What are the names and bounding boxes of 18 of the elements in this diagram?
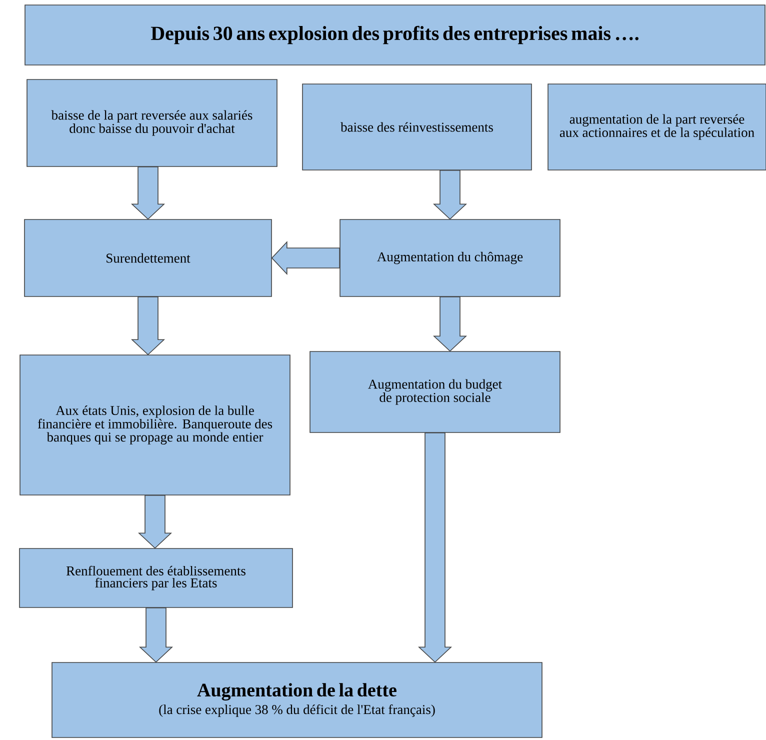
process-box: baisse des réinvestissements [302,84,532,170]
process-box: Renflouement des établissements financiers par les Etats [19,548,293,608]
result-box: Augmentation de la dette (la crise explique 38 % du déficit de l'Etat français) [52,662,542,738]
block-arrow [433,170,468,220]
process-box: Augmentation du chômage [340,219,560,297]
block-arrow [271,241,340,276]
block-arrow [139,608,174,663]
block-arrow [433,296,468,352]
block-arrow [418,432,452,663]
process-box: Surendettement [24,219,272,297]
title-box: Depuis 30 ans explosion des profits des entreprises mais …. [24,4,766,66]
process-box: Augmentation du budget de protection sociale [310,351,560,433]
block-arrow [130,296,166,356]
process-box: baisse de la part reversée aux salariés donc baisse du pouvoir d'achat [26,79,278,167]
process-box: Aux états Unis, explosion de la bulle financière et immobilière. Banqueroute des banques qui se propage au monde entier [20,354,290,496]
process-box: augmentation de la part reversée aux actionnaires et de la spéculation [548,84,766,170]
block-arrow [130,166,166,220]
block-arrow [138,495,172,549]
